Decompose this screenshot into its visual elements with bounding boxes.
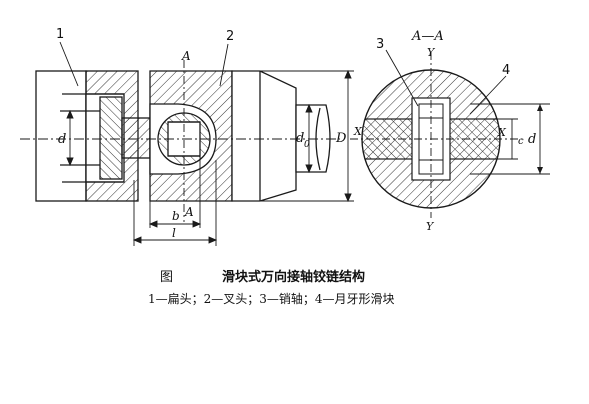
label-x-axis: X [353, 125, 363, 138]
label-part-2: 2 [226, 29, 234, 44]
dim-d0 [305, 103, 313, 174]
label-dim-d0: d [296, 131, 304, 146]
label-x-axis-c: X [497, 126, 507, 139]
neck [121, 117, 151, 159]
label-part-1: 1 [56, 27, 64, 42]
label-part-4: 4 [502, 63, 510, 78]
flat-head-part [35, 70, 139, 202]
section-view [350, 49, 550, 218]
dim-d-left [66, 109, 74, 167]
leader-1 [59, 41, 79, 87]
label-section-bottom: A [184, 205, 194, 219]
figure-legend: 1—扁头；2—叉头；3—销轴；4—月牙形滑块 [148, 292, 395, 306]
label-d0-sub: 0 [304, 140, 310, 150]
label-dim-d-left: d [58, 132, 66, 147]
dim-b-l [132, 156, 218, 246]
figure-title: 滑块式万向接轴铰链结构 [222, 270, 366, 285]
label-y-top: Y [427, 46, 436, 59]
label-y-bottom: Y [426, 220, 435, 233]
taper-and-shaft [231, 70, 331, 202]
label-section-title: A—A [411, 29, 444, 44]
label-dim-D: D [335, 131, 347, 146]
leader-2 [219, 43, 229, 87]
label-dim-l: l [172, 226, 176, 240]
label-dim-d-right: d [528, 132, 536, 147]
fork-head-part [149, 70, 233, 202]
label-part-3: 3 [376, 37, 384, 52]
figure-word: 图 [160, 270, 174, 285]
label-c: c [518, 136, 524, 147]
label-dim-b: b [172, 209, 180, 223]
dim-D [232, 69, 354, 203]
label-section-top: A [181, 49, 191, 63]
